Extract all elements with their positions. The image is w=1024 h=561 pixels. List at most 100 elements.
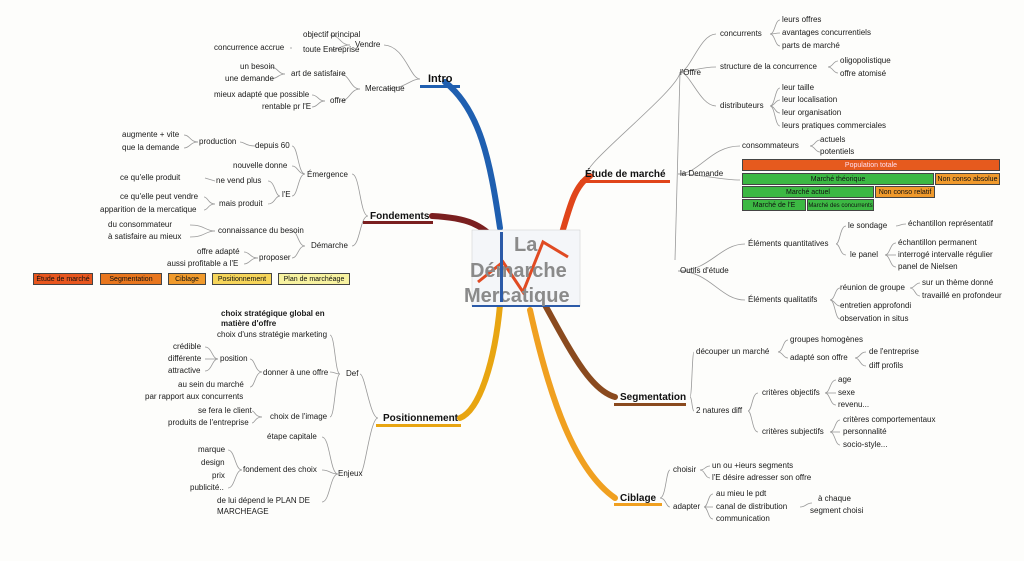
- node-concurrence: concurrence accrue: [214, 43, 285, 52]
- branch-fondements[interactable]: Fondements: [370, 211, 430, 222]
- node-donner: donner à une offre: [263, 368, 329, 377]
- node-outils: Outils d'étude: [680, 266, 729, 275]
- branch-segmentation[interactable]: Segmentation: [620, 392, 687, 403]
- node-consommateur: du consommateur: [108, 220, 173, 229]
- node-structure: structure de la concurrence: [720, 62, 817, 71]
- node-emergence: Émergence: [307, 170, 348, 179]
- node-quantitatives: Éléments quantitatives: [748, 239, 829, 248]
- node-communication: communication: [716, 514, 770, 523]
- node-la-demande: la Demande: [680, 169, 724, 178]
- node-sexe: sexe: [838, 388, 855, 397]
- node-choix-global-2: matière d'offre: [221, 319, 277, 328]
- node-diff-profils: diff profils: [869, 361, 904, 370]
- node-se-fera: se fera le client: [198, 406, 252, 415]
- branch-etude[interactable]: Étude de marché: [585, 169, 666, 180]
- node-toute-entreprise: toute Entreprise: [303, 45, 360, 54]
- center-graph-icon: [471, 229, 581, 307]
- node-demande: une demande: [225, 74, 274, 83]
- node-canal: canal de distribution: [716, 502, 788, 511]
- node-differente: différente: [168, 354, 202, 363]
- node-offre-etude: l'Offre: [680, 68, 701, 77]
- node-choix-image: choix de l'image: [270, 412, 328, 421]
- node-comportementaux: critères comportementaux: [843, 415, 936, 424]
- node-aussi: aussi profitable a l'E: [167, 259, 239, 268]
- node-choix-strat: choix d'uns stratégie marketing: [217, 330, 328, 339]
- center-title-line1: La: [514, 234, 538, 256]
- node-groupes: groupes homogènes: [790, 335, 863, 344]
- branch-line-segmentation: [542, 302, 618, 400]
- node-etape: étape capitale: [267, 432, 317, 441]
- node-distributeurs: distributeurs: [720, 101, 764, 110]
- node-vendre: Vendre: [355, 40, 381, 49]
- step-plan: Plan de marchéage: [278, 273, 350, 285]
- node-rentable: rentable pr l'E: [262, 102, 312, 111]
- node-segments: un ou +ieurs segments: [712, 461, 794, 470]
- node-mieux: mieux adapté que possible: [214, 90, 310, 99]
- node-ne-vend: ne vend plus: [216, 176, 262, 185]
- node-proposer: proposer: [259, 253, 291, 262]
- box-population-totale: Population totale: [742, 159, 1000, 171]
- node-marque: marque: [198, 445, 226, 454]
- node-segment-choisi: segment choisi: [810, 506, 864, 515]
- node-reunion: réunion de groupe: [840, 283, 905, 292]
- step-ciblage: Ciblage: [168, 273, 206, 285]
- node-age: age: [838, 375, 852, 384]
- central-topic: La Démarche Mercatique: [464, 222, 584, 312]
- branch-positionnement[interactable]: Positionnement: [383, 413, 459, 424]
- step-positionnement: Positionnement: [212, 273, 272, 285]
- node-organisation: leur organisation: [782, 108, 842, 117]
- node-concurrents: concurrents: [720, 29, 762, 38]
- node-travaille: travaillé en profondeur: [922, 291, 1002, 300]
- box-marche-E: Marché de l'E: [742, 199, 806, 211]
- node-mercatique: Mercatique: [365, 84, 405, 93]
- node-qualitatifs: Éléments qualitatifs: [748, 295, 818, 304]
- node-revenu: revenu...: [838, 400, 870, 409]
- node-taille: leur taille: [782, 83, 815, 92]
- node-enjeux: Enjeux: [338, 469, 363, 478]
- node-sondage: le sondage: [848, 221, 888, 230]
- branch-ciblage[interactable]: Ciblage: [620, 493, 657, 504]
- node-produits: produits de l'entreprise: [168, 418, 249, 427]
- node-objectifs: critères objectifs: [762, 388, 820, 397]
- node-oligo: oligopolistique: [840, 56, 891, 65]
- box-marche-theorique: Marché théorique: [742, 173, 934, 185]
- box-marche-concurrents: Marché des concurrents: [807, 199, 874, 211]
- node-choisir: choisir: [673, 465, 697, 474]
- step-segmentation: Segmentation: [100, 273, 162, 285]
- node-depend-2: MARCHEAGE: [217, 507, 269, 516]
- node-par-rapport: par rapport aux concurrents: [145, 392, 244, 401]
- box-non-conso-relatif: Non conso relatif: [875, 186, 935, 198]
- node-apparition: apparition de la mercatique: [100, 205, 197, 214]
- node-nouvelle: nouvelle donne: [233, 161, 288, 170]
- node-credible: crédible: [173, 342, 202, 351]
- node-objectif: objectif principal: [303, 30, 361, 39]
- node-art: art de satisfaire: [291, 69, 346, 78]
- node-offre: offre: [330, 96, 346, 105]
- node-augmente: augmente + vite: [122, 130, 180, 139]
- branch-line-intro: [442, 79, 503, 231]
- node-adapte: adapté son offre: [790, 353, 848, 362]
- node-def: Def: [346, 369, 359, 378]
- node-connaissance: connaissance du besoin: [218, 226, 304, 235]
- node-offre-adapte: offre adapté: [197, 247, 240, 256]
- node-adapter: adapter: [673, 502, 701, 511]
- branch-intro[interactable]: Intro: [428, 73, 453, 85]
- node-mais: mais produit: [219, 199, 263, 208]
- node-attractive: attractive: [168, 366, 201, 375]
- node-satisfaire: à satisfaire au mieux: [108, 232, 182, 241]
- step-etude: Étude de marché: [33, 273, 93, 285]
- node-leurs-offres: leurs offres: [782, 15, 822, 24]
- node-adresser: l'E désire adresser son offre: [712, 473, 812, 482]
- node-a-chaque: à chaque: [818, 494, 851, 503]
- node-besoin: un besoin: [240, 62, 275, 71]
- node-localisation: leur localisation: [782, 95, 838, 104]
- node-consommateurs: consommateurs: [742, 141, 799, 150]
- node-de-entreprise: de l'entreprise: [869, 347, 919, 356]
- center-title-line3: Mercatique: [464, 285, 570, 307]
- node-depuis60: depuis 60: [255, 141, 290, 150]
- node-demarche: Démarche: [311, 241, 348, 250]
- node-avantages: avantages concurrentiels: [782, 28, 871, 37]
- node-interroge: interrogé intervalle régulier: [898, 250, 993, 259]
- node-choix-global-1: choix stratégique global en: [221, 309, 325, 318]
